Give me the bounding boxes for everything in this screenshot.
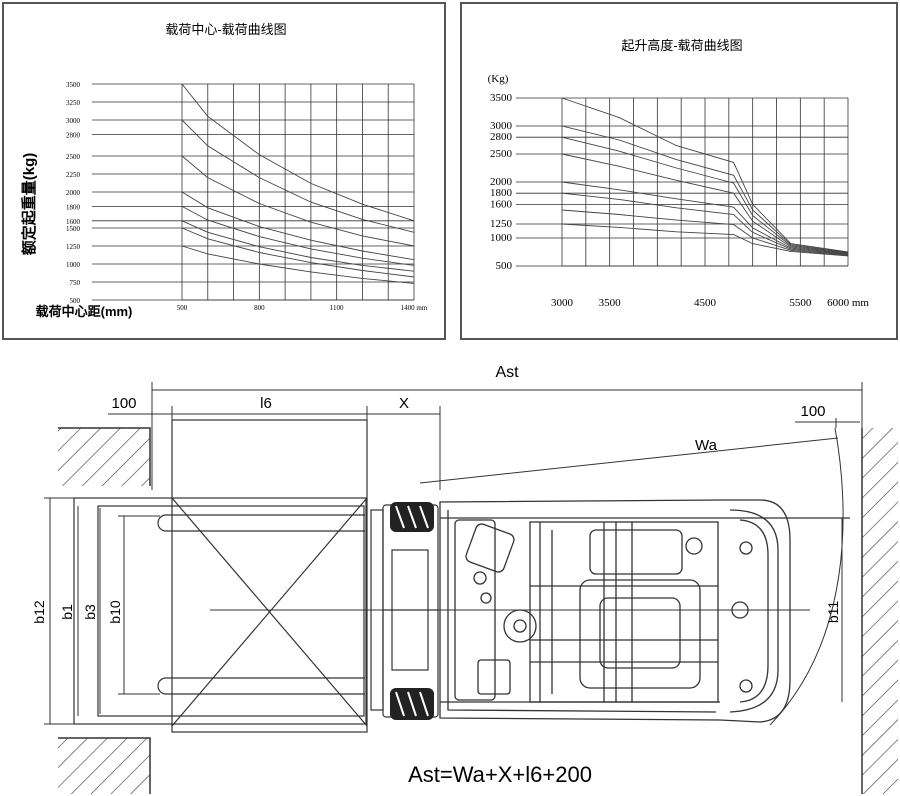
series-curve bbox=[561, 153, 849, 255]
series-curve bbox=[561, 97, 849, 253]
y-tick-label: 1600 bbox=[490, 198, 513, 210]
x-tick-label: 500 bbox=[177, 304, 188, 312]
y-tick-label: 1800 bbox=[66, 203, 81, 211]
right-offset-label: 100 bbox=[800, 403, 825, 420]
x-tick-label: 3000 bbox=[551, 297, 574, 309]
l6-label: l6 bbox=[260, 395, 272, 412]
left-offset-label: 100 bbox=[111, 395, 136, 412]
x-tick-label: 4500 bbox=[694, 297, 717, 309]
y-tick-label: 500 bbox=[70, 297, 81, 305]
series-curve bbox=[561, 223, 849, 257]
forklift-aisle-layout-diagram: Ast 100 l6 X 100 Wa bbox=[31, 364, 898, 794]
x-tick-label: 800 bbox=[254, 304, 265, 312]
series-curve bbox=[561, 125, 849, 254]
y-axis-label: 额定起重量(kg) bbox=[20, 153, 38, 256]
x-tick-label: 3500 bbox=[599, 297, 622, 309]
b11-label: b11 bbox=[825, 601, 841, 624]
y-tick-label: 2500 bbox=[490, 148, 513, 160]
series-curve bbox=[181, 245, 415, 284]
truck-body bbox=[439, 499, 850, 723]
y-tick-label: 1800 bbox=[490, 187, 513, 199]
x-label: X bbox=[399, 395, 409, 412]
b12-label: b12 bbox=[31, 600, 47, 624]
load-center-chart: 载荷中心-载荷曲线图 额定起重量(kg) 载荷中心距(mm) 3500 3250 3… bbox=[20, 22, 428, 319]
y-tick-label: 1000 bbox=[66, 261, 81, 269]
series-curve bbox=[561, 192, 849, 256]
chart-title: 起升高度-载荷曲线图 bbox=[621, 38, 742, 53]
series-curve bbox=[181, 119, 415, 233]
y-tick-label: 1250 bbox=[490, 218, 513, 230]
chart-title: 载荷中心-载荷曲线图 bbox=[165, 22, 286, 37]
load-center-chart-panel: 载荷中心-载荷曲线图 额定起重量(kg) 载荷中心距(mm) 3500 3250 3… bbox=[2, 2, 446, 340]
series-curve bbox=[181, 191, 415, 261]
wall-hatching bbox=[58, 427, 898, 794]
y-tick-label: 2800 bbox=[66, 131, 81, 139]
series-curve bbox=[181, 220, 415, 272]
y-tick-label: 2500 bbox=[66, 153, 81, 161]
y-tick-label: 500 bbox=[496, 260, 513, 272]
series-curve bbox=[181, 155, 415, 247]
y-tick-label: 1500 bbox=[66, 225, 81, 233]
x-tick-label: 1100 bbox=[330, 304, 344, 312]
dimension-lines bbox=[108, 382, 863, 726]
series-curve bbox=[561, 209, 849, 256]
wa-label: Wa bbox=[695, 437, 718, 454]
y-tick-label: 3500 bbox=[66, 81, 81, 89]
y-tick-label: 750 bbox=[70, 279, 81, 287]
pallet-load-outline bbox=[73, 419, 368, 733]
series-curve bbox=[561, 136, 849, 254]
y-tick-label: 3000 bbox=[490, 120, 513, 132]
series-curve bbox=[181, 206, 415, 266]
series-curve bbox=[181, 227, 415, 278]
tyre-treads bbox=[395, 505, 429, 717]
x-tick-label: 6000 mm bbox=[827, 297, 869, 309]
b10-label: b10 bbox=[107, 600, 123, 624]
x-tick-label: 1400 mm bbox=[401, 304, 428, 312]
y-tick-label: 1600 bbox=[66, 218, 81, 226]
b3-label: b3 bbox=[82, 604, 98, 620]
ast-label: Ast bbox=[495, 364, 519, 381]
lift-height-chart: 起升高度-载荷曲线图 (Kg) 350030002800250020001800… bbox=[488, 38, 870, 309]
vertical-dimensions bbox=[44, 497, 843, 725]
x-tick-label: 5500 bbox=[789, 297, 812, 309]
y-tick-label: 1000 bbox=[490, 232, 513, 244]
mast bbox=[370, 504, 439, 718]
series-curve bbox=[181, 83, 415, 222]
b1-label: b1 bbox=[59, 604, 75, 620]
y-tick-label: 3000 bbox=[66, 117, 81, 125]
y-tick-label: 3250 bbox=[66, 99, 81, 107]
y-tick-label: 2000 bbox=[66, 189, 81, 197]
front-tyres bbox=[390, 502, 434, 720]
y-tick-label: 2000 bbox=[490, 176, 513, 188]
x-axis-label: 载荷中心距(mm) bbox=[36, 304, 133, 319]
series-curve bbox=[561, 181, 849, 255]
ast-formula: Ast=Wa+X+l6+200 bbox=[408, 762, 592, 787]
y-tick-label: 2250 bbox=[66, 171, 81, 179]
y-axis-unit: (Kg) bbox=[488, 73, 509, 85]
y-tick-label: 3500 bbox=[490, 92, 513, 104]
y-tick-label: 2800 bbox=[490, 131, 513, 143]
y-tick-label: 1250 bbox=[66, 243, 81, 251]
forks bbox=[157, 514, 365, 695]
